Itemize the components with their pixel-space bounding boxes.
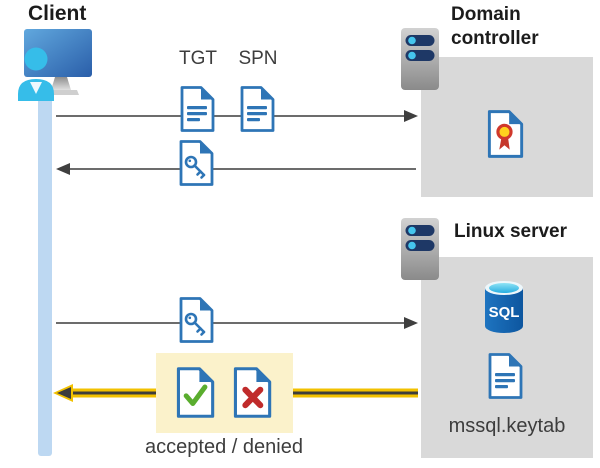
denied-x-doc-icon <box>230 366 274 419</box>
certificate-icon <box>485 109 525 159</box>
spn-document-icon <box>238 85 276 133</box>
linux-server-title: Linux server <box>454 221 567 242</box>
sql-label: SQL <box>489 304 520 321</box>
client-title: Client <box>28 2 87 25</box>
keytab-label: mssql.keytab <box>448 415 566 437</box>
keytab-document-icon <box>486 352 524 400</box>
arrow-ticket-to-linux <box>56 317 418 329</box>
server-icon <box>401 218 439 280</box>
accepted-check-doc-icon <box>173 366 217 419</box>
client-lifeline <box>38 88 52 456</box>
tgt-document-icon <box>178 85 216 133</box>
accept-deny-caption: accepted / denied <box>145 436 303 458</box>
server-icon <box>401 28 439 90</box>
sql-database-icon: SQL <box>485 281 523 333</box>
key-ticket-icon <box>177 139 215 187</box>
key-ticket-icon <box>177 296 215 344</box>
client-workstation-icon <box>18 29 92 101</box>
tgt-label: TGT <box>179 48 217 69</box>
arrow-tgt-spn-request <box>56 110 418 122</box>
arrow-ticket-response <box>56 163 416 175</box>
domain-controller-title: Domain controller <box>451 4 539 49</box>
spn-label: SPN <box>238 48 278 69</box>
